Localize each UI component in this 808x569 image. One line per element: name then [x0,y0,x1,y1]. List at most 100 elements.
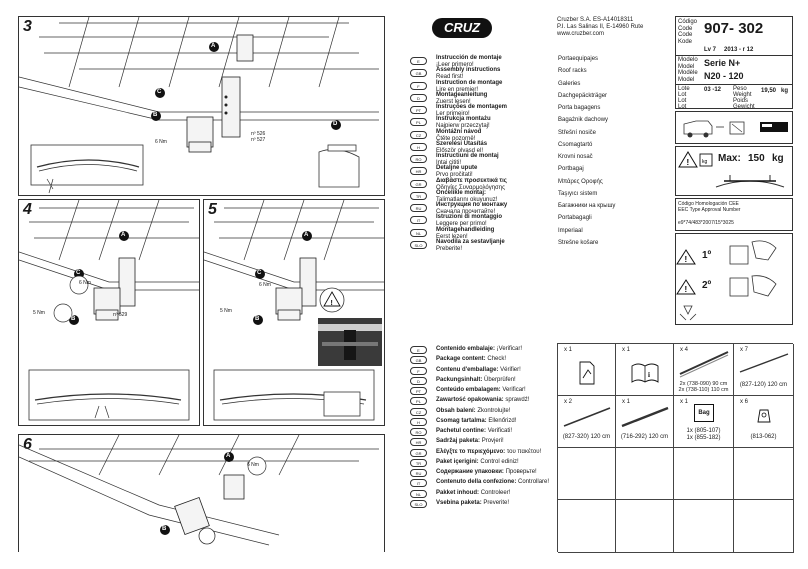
part-text: (716-292) 120 cm [620,434,669,440]
product-name: Portbagaj [558,166,584,173]
homologation-number: e9*74/483*2007/15*3025 [678,220,734,226]
package-row: GR Ελέγξτε το περιεχόμενο: του πακέτου! [410,448,560,458]
svg-text:kg: kg [702,159,708,165]
product-name: Roof racks [558,68,587,75]
product-name: Portaequipajes [558,56,599,62]
language-code-badge: NL [410,489,427,498]
instruction-title: Instruções de montagem [436,104,508,110]
product-name: Krovni nosač [558,154,593,160]
product-name: Imperiaal [558,227,583,234]
ref-c-label: C [157,89,162,95]
homologation-line2: EEC Type Approval Number [678,207,741,213]
part-cell: x 1 (716-292) 120 cm [616,396,674,448]
instruction-subtitle: Οδηγίες Συναρμολόγησης [436,184,505,191]
package-text: Ελέγξτε το περιεχόμενο: του πακέτου! [436,449,541,455]
language-code-badge: IT [410,479,427,488]
language-code-badge: D [410,93,427,102]
part-text-2: 1x (855-182) [686,435,721,441]
package-row: RU Содержание упаковки: Проверьте! [410,468,560,478]
package-text: Содержание упаковки: Проверьте! [436,469,537,475]
order-box: ! ! 1º 2º [675,233,793,325]
instruction-subtitle: Preberite! [436,245,463,252]
language-code-badge: NL [410,228,427,237]
package-check: ¡Verificar! [496,346,523,352]
company-info: Cruzber S.A. ES-A14018311 P.I. Las Salin… [557,17,643,38]
product-name: Bagażnik dachowy [558,117,609,124]
step-3-illustration [19,17,379,194]
language-code-badge: E [410,57,427,65]
product-name: Portabagagli [558,215,592,222]
package-check: Vérifier! [500,366,521,373]
language-code-badge: PL [410,118,427,127]
level-value: Lv 7 [704,47,717,53]
product-name: Csomagtartó [558,141,593,148]
language-code-badge: SLO [410,240,427,249]
step-6-illustration [19,435,379,546]
part-text: 2x (738-090) 90 cm [679,381,728,387]
part-526-label: nº 526 [251,131,266,137]
instruction-title: Instruction de montage [436,79,503,86]
max-load-label: Max: [718,153,741,164]
product-name: Střešní nosiče [558,129,597,136]
code-labels: Código Code Code Kode [678,19,698,45]
product-name: Dachgepäckträger [558,92,608,99]
empty-cell [558,500,616,553]
language-code-badge: RU [410,469,427,477]
step-4-illustration [19,200,199,421]
language-code-badge: F [410,366,427,375]
package-text: Zawartość opakowania: sprawdź! [436,397,529,403]
instruction-title: Инструкция по монтажу [436,202,508,208]
language-code-badge: TR [410,191,427,200]
language-code-badge: PL [410,397,427,406]
package-label: Zawartość opakowania: [436,397,504,404]
package-check: Verificar! [502,387,526,393]
torque-label: 6 Nm [155,139,167,145]
warning-first: 1º [702,250,712,261]
instruction-title: Instructiuni de montaj [436,153,499,159]
weight-unit: kg [781,88,789,94]
ref-a-label: A [121,232,126,238]
instruction-subtitle: Zuerst lesen! [436,98,471,105]
language-code-badge: GR [410,448,427,457]
divider [676,84,792,85]
part-text-2: 2x (738-110) 110 cm [678,387,729,393]
language-code-badge: TR [410,458,427,467]
instruction-title: Montážní návod [436,128,482,135]
instruction-title: Istruzioni di montaggio [436,214,502,221]
package-check: Überprüfen! [484,376,516,383]
van-icon [683,120,788,138]
language-code-badge: HR [410,167,427,176]
instruction-title: Szerelési Utasítás [436,140,488,147]
package-text: Packungsinhalt: Überprüfen! [436,377,516,383]
ref-d-label: D [172,375,177,381]
part-cell: x 7 (827-120) 120 cm [734,344,794,396]
language-code-badge: SLO [410,499,427,508]
package-label: Package content: [436,356,486,363]
package-check: Preverite! [483,499,510,506]
instruction-subtitle: Lire en premier! [436,86,479,93]
instruction-subtitle: Talimatlarını okuyunuz! [436,196,498,203]
instruction-subtitle: Najpierw przeczytaj! [436,123,490,130]
part-527-label: nº 527 [251,137,266,143]
package-label: Contenuto della confezione: [436,479,517,486]
warning-icon: ! kg [678,151,713,168]
step-6-panel: 6 6 Nm A B [18,434,385,552]
empty-cell [558,448,616,500]
instruction-title: Navodila za sestavljanje [436,238,505,245]
language-code-badge: PT [410,106,427,114]
